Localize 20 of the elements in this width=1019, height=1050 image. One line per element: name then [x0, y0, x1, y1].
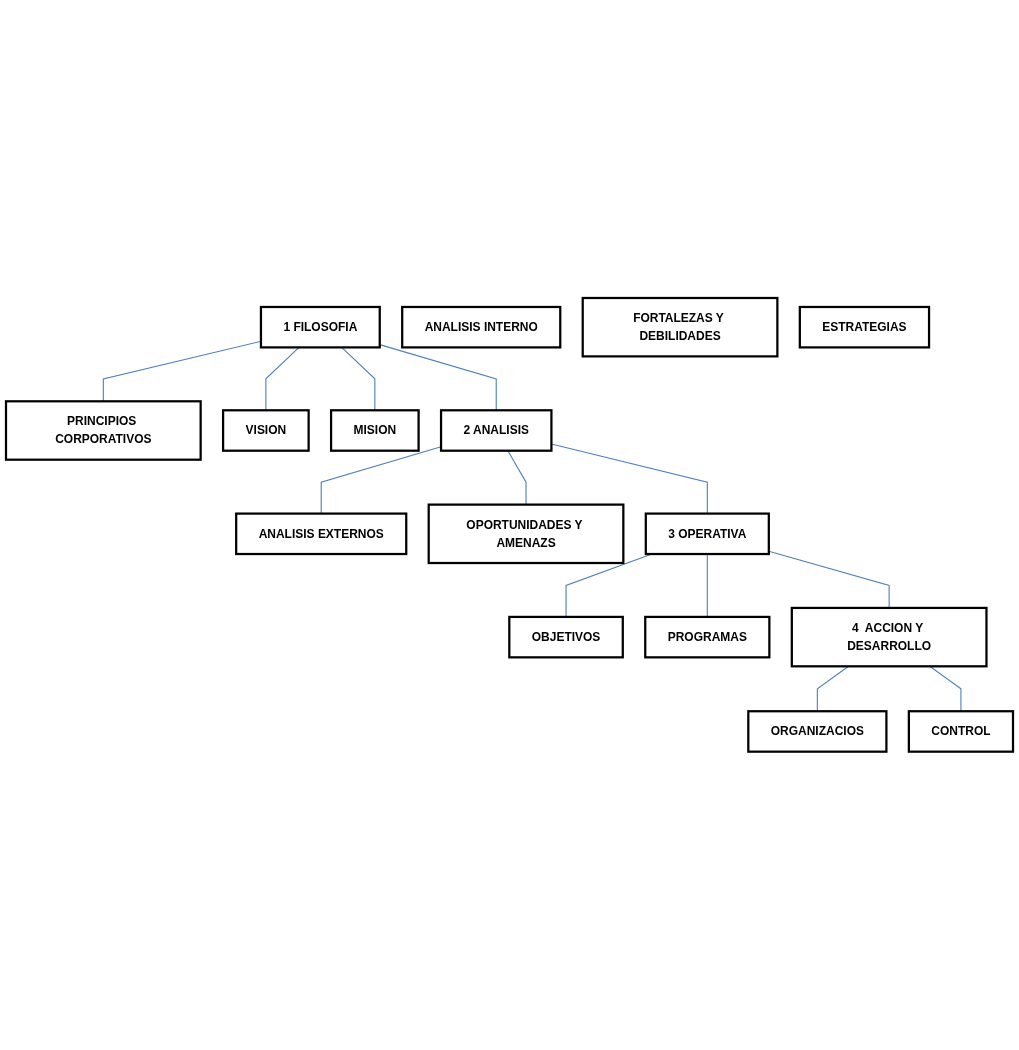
node-box: VISION [221, 409, 310, 452]
node-box: FORTALEZAS Y DEBILIDADES [581, 297, 779, 358]
node-box: MISION [329, 409, 420, 452]
connector [379, 344, 497, 411]
node-box: OBJETIVOS [508, 615, 624, 659]
connector [768, 550, 890, 609]
node-box: ESTRATEGIAS [798, 306, 931, 349]
node-box: ANALISIS INTERNO [401, 306, 562, 349]
connector [265, 347, 300, 411]
node-box: PROGRAMAS [644, 615, 771, 659]
node-box: ANALISIS EXTERNOS [235, 512, 408, 556]
node-box: ORGANIZACIOS [747, 710, 888, 753]
node-box: CONTROL [907, 710, 1015, 753]
node-box: PRINCIPIOS CORPORATIVOS [4, 400, 202, 461]
node-box: OPORTUNIDADES Y AMENAZS [427, 503, 625, 565]
node-box: 2 ANALISIS [439, 409, 553, 452]
node-box: 4 ACCION Y DESARROLLO [790, 606, 988, 668]
connector [341, 347, 376, 411]
node-box: 1 FILOSOFIA [259, 306, 381, 349]
node-box: 3 OPERATIVA [644, 512, 770, 556]
